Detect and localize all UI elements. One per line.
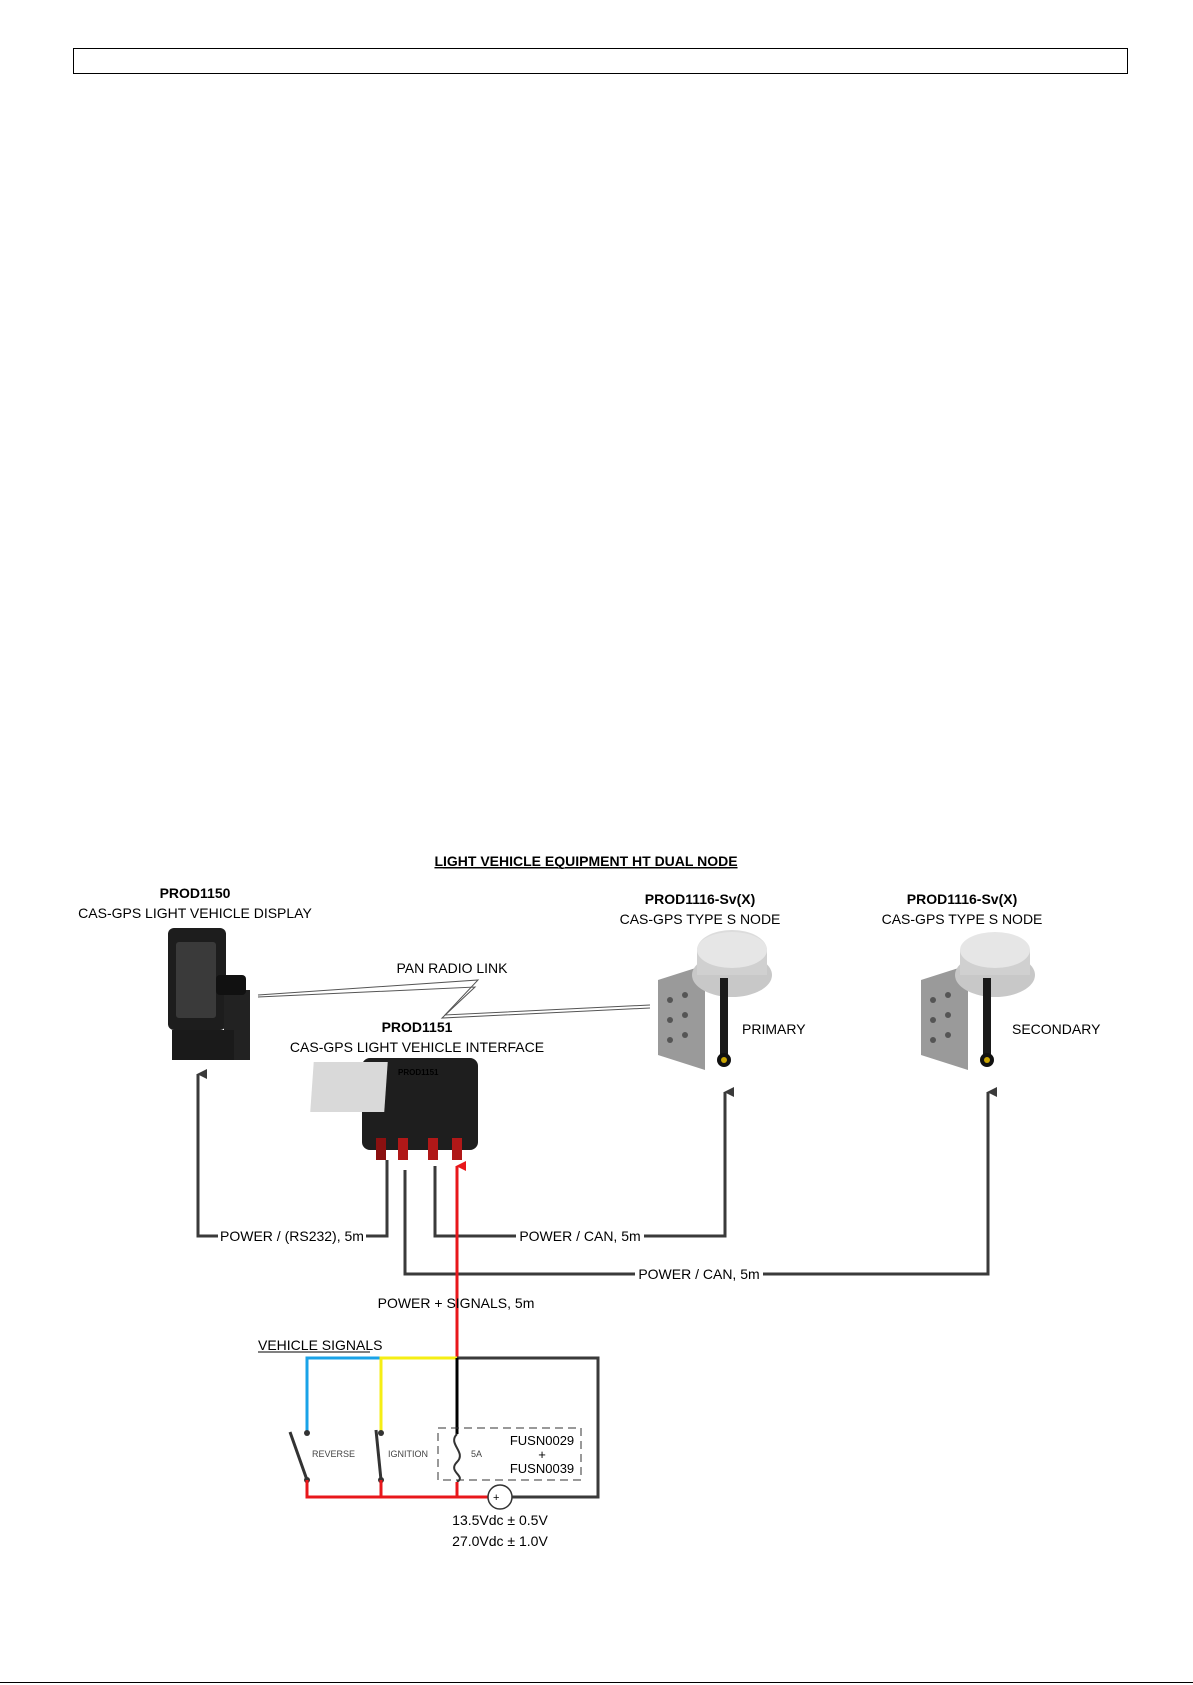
node-secondary-device — [921, 932, 1035, 1070]
primary-cable-label: POWER / CAN, 5m — [519, 1228, 640, 1244]
interface-code: PROD1151 — [382, 1019, 453, 1035]
display-name: CAS-GPS LIGHT VEHICLE DISPLAY — [78, 905, 312, 921]
power-cable-label: POWER + SIGNALS, 5m — [378, 1295, 535, 1311]
fuse-symbol — [453, 1433, 461, 1483]
power-rail — [305, 1480, 488, 1499]
diagram-title: LIGHT VEHICLE EQUIPMENT HT DUAL NODE — [434, 853, 737, 869]
footer-rule — [0, 1682, 1193, 1683]
reverse-wire — [305, 1356, 381, 1433]
node-primary-role: PRIMARY — [742, 1021, 806, 1037]
vehicle-signals-label: VEHICLE SIGNALS — [258, 1337, 383, 1353]
display-device — [168, 928, 250, 1060]
ignition-label: IGNITION — [388, 1449, 428, 1459]
fuse-box — [437, 1427, 582, 1481]
radio-link-label: PAN RADIO LINK — [397, 960, 509, 976]
node-secondary-name: CAS-GPS TYPE S NODE — [882, 911, 1043, 927]
secondary-cable — [403, 1087, 997, 1276]
secondary-cable-label: POWER / CAN, 5m — [638, 1266, 759, 1282]
fuse-part-2: FUSN0039 — [510, 1461, 574, 1476]
battery-plus-icon: + — [493, 1492, 499, 1504]
node-secondary-role: SECONDARY — [1012, 1021, 1101, 1037]
radio-link-upper — [257, 979, 651, 1016]
supply-voltage-2: 27.0Vdc ± 1.0V — [452, 1533, 548, 1549]
reverse-switch — [288, 1431, 309, 1481]
interface-device: PROD1151 — [310, 1058, 478, 1160]
battery-source — [487, 1484, 513, 1510]
node-primary-code: PROD1116-Sv(X) — [645, 891, 756, 907]
interface-name: CAS-GPS LIGHT VEHICLE INTERFACE — [290, 1039, 544, 1055]
fuse-plus: + — [538, 1447, 546, 1462]
ignition-wire — [379, 1356, 457, 1433]
supply-voltage-1: 13.5Vdc ± 0.5V — [452, 1512, 548, 1528]
display-cable-label-bg — [218, 1227, 366, 1245]
reverse-label: REVERSE — [312, 1449, 355, 1459]
display-cable-label: POWER / (RS232), 5m — [220, 1228, 364, 1244]
node-primary-device — [658, 930, 772, 1070]
ground-wire — [457, 1356, 600, 1499]
primary-cable — [433, 1087, 734, 1238]
node-primary-name: CAS-GPS TYPE S NODE — [620, 911, 781, 927]
secondary-cable-label-bg — [635, 1265, 763, 1283]
header-box — [73, 48, 1128, 74]
interface-device-label: PROD1151 — [398, 1068, 439, 1077]
ignition-switch — [374, 1429, 383, 1481]
node-secondary-code: PROD1116-Sv(X) — [907, 891, 1018, 907]
radio-link-lower — [257, 986, 651, 1019]
fuse-part-1: FUSN0029 — [510, 1433, 574, 1448]
display-code: PROD1150 — [160, 885, 231, 901]
primary-cable-label-bg — [516, 1227, 644, 1245]
fuse-rating: 5A — [471, 1449, 482, 1459]
